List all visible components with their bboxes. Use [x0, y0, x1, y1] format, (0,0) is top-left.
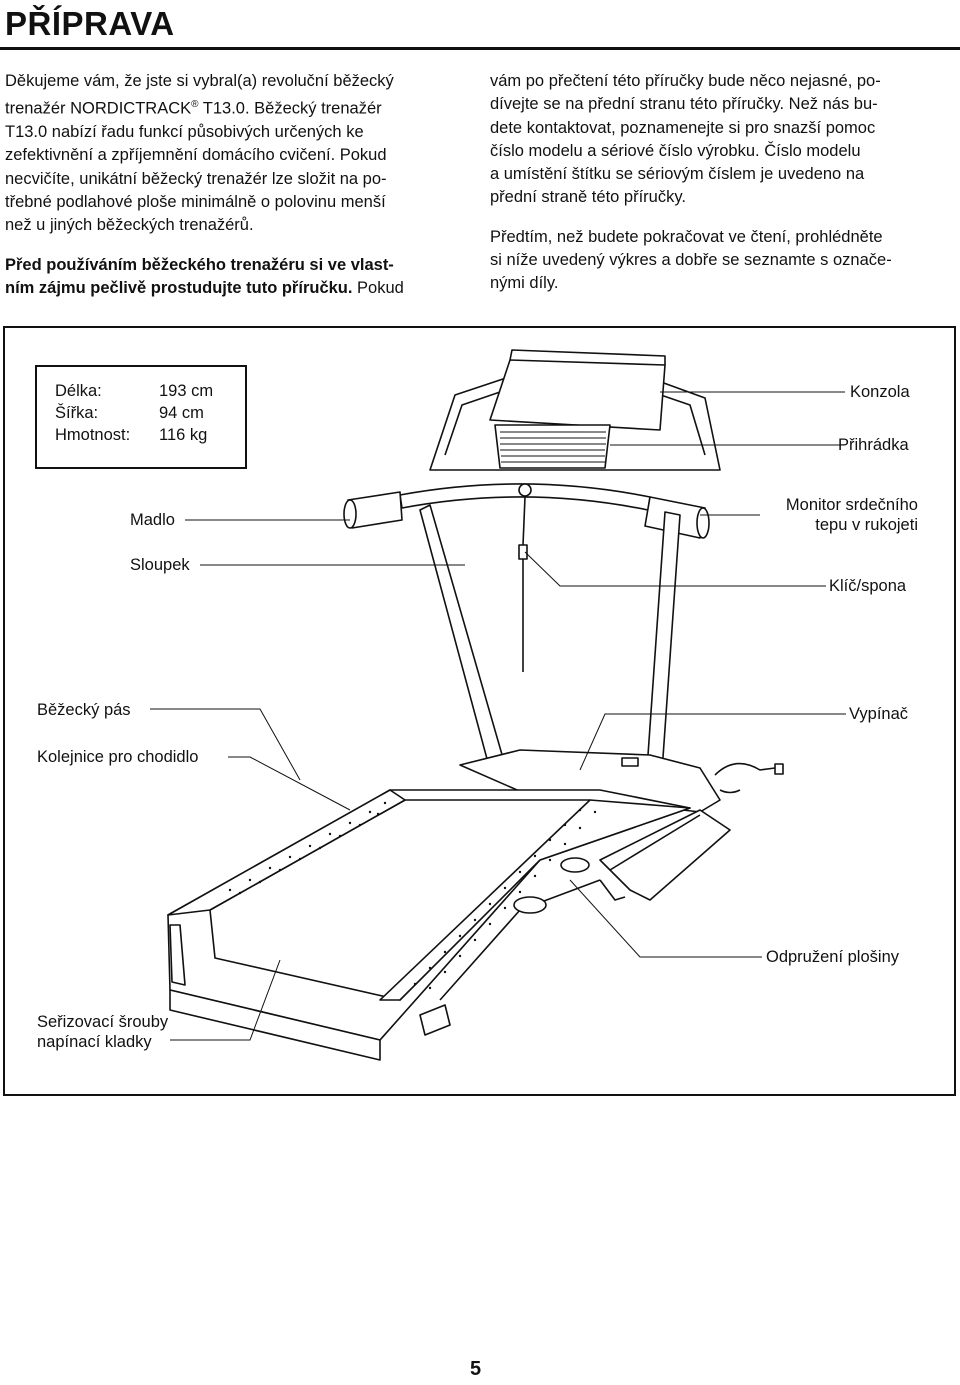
model-text: T13.0. Běžecký trenažér [198, 99, 382, 118]
spec-length-value: 193 cm [159, 382, 214, 400]
intro-paragraph: Děkujeme vám, že jste si vybral(a) revol… [5, 70, 470, 238]
label-konzola: Konzola [850, 383, 910, 401]
drawing-intro-paragraph: Předtím, než budete pokračovat ve čtení,… [490, 226, 955, 296]
intro-line: necvičíte, unikátní běžecký trenažér lze… [5, 169, 387, 188]
warning-line: ním zájmu pečlivě prostudujte tuto příru… [5, 277, 470, 300]
spec-width-label: Šířka: [55, 404, 99, 422]
contact-line: dete kontaktovat, poznamenejte si pro sn… [490, 118, 876, 137]
label-sloupek: Sloupek [130, 556, 190, 574]
label-monitor: Monitor srdečního tepu v rukojeti [768, 495, 918, 535]
intro-line: třebné podlahové ploše minimálně o polov… [5, 192, 386, 211]
right-column: vám po přečtení této příručky bude něco … [490, 70, 955, 312]
label-odpruzeni: Odpružení plošiny [766, 948, 899, 966]
label-serizovaci: Seřizovací šrouby napínací kladky [37, 1012, 168, 1052]
label-madlo: Madlo [130, 511, 175, 529]
contact-line: vám po přečtení této příručky bude něco … [490, 72, 881, 90]
specifications-box [35, 365, 247, 469]
contact-line: a umístění štítku se sériovým číslem je … [490, 165, 865, 184]
label-kolejnice: Kolejnice pro chodidlo [37, 748, 199, 766]
spec-weight-label: Hmotnost: [55, 426, 131, 444]
page-title: PŘÍPRAVA [5, 5, 175, 42]
warning-paragraph: Před používáním běžeckého trenažéru si v… [5, 254, 470, 301]
label-monitor-line: tepu v rukojeti [815, 516, 918, 534]
contact-line: přední straně této příručky. [490, 188, 686, 207]
registered-mark: ® [191, 99, 199, 111]
label-monitor-line: Monitor srdečního [785, 496, 918, 514]
left-column: Děkujeme vám, že jste si vybral(a) revol… [5, 70, 470, 316]
warning-tail: Pokud [352, 278, 404, 297]
spec-weight-value: 116 kg [159, 426, 208, 444]
label-serizovaci-line: napínací kladky [37, 1033, 152, 1051]
contact-line: číslo modelu a sériové číslo výrobku. Čí… [490, 141, 861, 160]
intro-line: zefektivnění a zpříjemnění domácího cvič… [5, 146, 387, 165]
brand-name: trenažér NORDICTRACK [5, 99, 192, 118]
warning-line: Před používáním běžeckého trenažéru si v… [5, 255, 394, 274]
label-bezecky-pas: Běžecký pás [37, 701, 131, 719]
title-rule [0, 47, 960, 50]
spec-length-label: Délka: [55, 382, 102, 400]
drawing-intro-line: si níže uvedený výkres a dobře se seznam… [490, 251, 892, 270]
label-serizovaci-line: Seřizovací šrouby [37, 1013, 169, 1031]
intro-line: trenažér NORDICTRACK® T13.0. Běžecký tre… [5, 93, 470, 121]
contact-paragraph: vám po přečtení této příručky bude něco … [490, 70, 955, 210]
page-number: 5 [470, 1358, 482, 1380]
intro-line: T13.0 nabízí řadu funkcí působivých urče… [5, 123, 364, 142]
label-klic: Klíč/spona [829, 577, 907, 595]
warning-bold-text: ním zájmu pečlivě prostudujte tuto příru… [5, 278, 353, 297]
diagram-frame [3, 326, 956, 1096]
intro-line: Děkujeme vám, že jste si vybral(a) revol… [5, 72, 394, 90]
drawing-intro-line: nými díly. [490, 274, 559, 293]
spec-width-value: 94 cm [159, 404, 204, 422]
label-prihradka: Přihrádka [838, 436, 909, 454]
intro-line: než u jiných běžeckých trenažérů. [5, 216, 254, 235]
label-vypinac: Vypínač [849, 705, 909, 723]
drawing-intro-line: Předtím, než budete pokračovat ve čtení,… [490, 227, 883, 246]
contact-line: dívejte se na přední stranu této příručk… [490, 95, 878, 114]
